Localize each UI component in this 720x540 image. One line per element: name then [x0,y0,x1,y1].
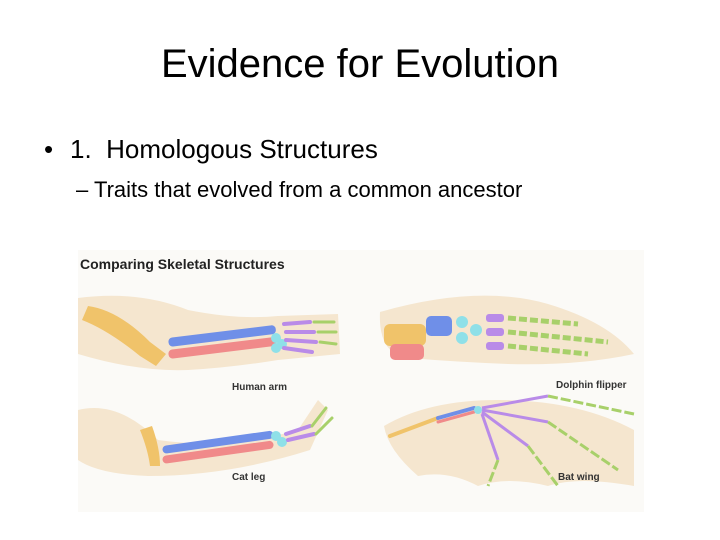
label-cat-leg: Cat leg [232,472,266,483]
bat-wing-illustration [384,394,635,487]
label-bat-wing: Bat wing [558,472,600,483]
bullet-homologous: • 1. Homologous Structures [44,134,378,165]
bullet-dot: • [44,134,54,164]
label-dolphin-flipper: Dolphin flipper [556,380,627,391]
label-human-arm: Human arm [232,382,288,393]
figure-caption: Comparing Skeletal Structures [80,256,285,272]
bullet-number: 1. [70,134,92,164]
human-arm-illustration [78,295,340,371]
skeletal-illustration [78,250,644,512]
cat-leg-illustration [78,400,334,476]
bullet-text: Homologous Structures [106,134,378,164]
slide-title: Evidence for Evolution [160,42,559,86]
sub-bullet: – Traits that evolved from a common ance… [76,177,523,202]
dolphin-flipper-illustration [379,295,634,365]
skeletal-figure: Comparing Skeletal Structures Human arm … [78,250,644,512]
